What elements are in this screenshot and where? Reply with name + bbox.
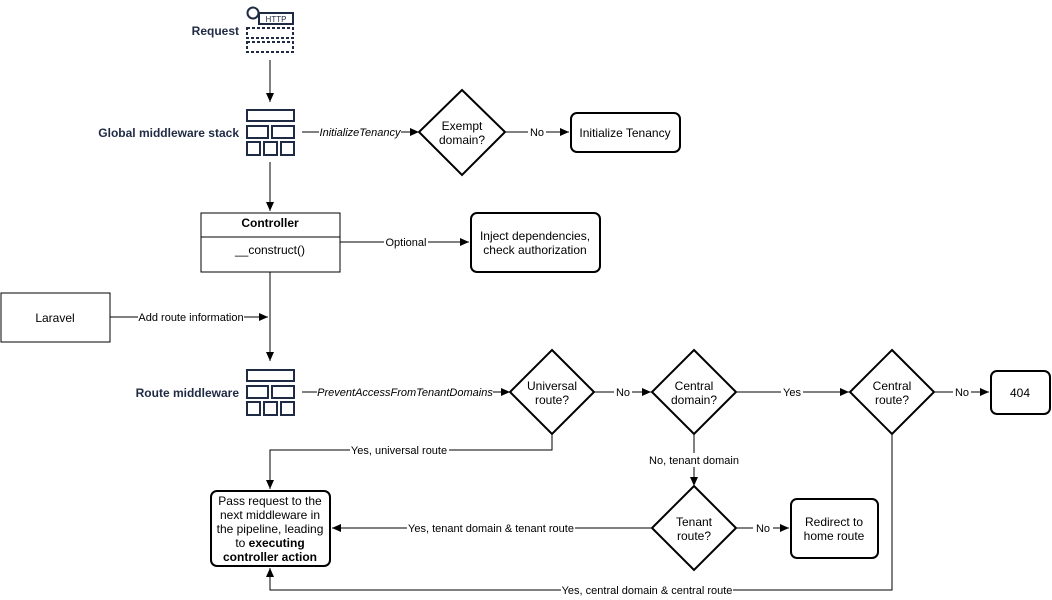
inject-dependencies-node xyxy=(470,212,601,273)
redirect-home-node xyxy=(790,498,879,559)
initialize-tenancy-node xyxy=(570,112,681,153)
request-label: Request xyxy=(192,24,239,38)
pass-request-to: to xyxy=(235,536,248,550)
universal-route-line1: Universal xyxy=(527,379,577,393)
pass-request-executing: executing xyxy=(249,536,305,550)
edge-label-yes-universal: Yes, universal route xyxy=(351,445,447,457)
controller-title: Controller xyxy=(241,216,299,230)
initialize-tenancy-text: Initialize Tenancy xyxy=(579,126,670,140)
edge-label-optional: Optional xyxy=(386,237,427,249)
global-middleware-icon xyxy=(246,109,295,156)
pass-request-line1: Pass request to the xyxy=(218,494,322,508)
exempt-domain-line1: Exempt xyxy=(442,119,483,133)
pass-request-node xyxy=(210,490,331,567)
controller-method: __construct() xyxy=(234,243,305,257)
http-text: HTTP xyxy=(266,15,287,24)
request-icon xyxy=(246,6,294,53)
redirect-home-line1: Redirect to xyxy=(805,515,863,529)
tenant-route-line2: route? xyxy=(677,529,711,543)
pass-request-line5: controller action xyxy=(223,550,317,564)
edge-label-central-route-no: No xyxy=(955,387,969,399)
edge-label-yes-central: Yes, central domain & central route xyxy=(562,585,733,597)
exempt-domain-decision xyxy=(417,88,507,177)
edge-label-no-tenant-domain: No, tenant domain xyxy=(649,455,739,467)
central-route-line1: Central xyxy=(873,379,912,393)
inject-deps-line2: check authorization xyxy=(483,243,586,257)
tenant-route-decision xyxy=(650,484,738,572)
central-route-line2: route? xyxy=(875,393,909,407)
redirect-home-line2: home route xyxy=(804,529,865,543)
edge-label-initialize-tenancy: InitializeTenancy xyxy=(320,127,402,139)
edge-label-prevent-access: PreventAccessFromTenantDomains xyxy=(317,387,493,399)
edge-label-tenant-no: No xyxy=(756,523,770,535)
edge-yes-universal xyxy=(266,434,553,489)
tenant-route-line1: Tenant xyxy=(676,515,713,529)
pass-request-line3: the pipeline, leading xyxy=(217,522,324,536)
pass-request-line2: next middleware in xyxy=(220,508,320,522)
route-middleware-label: Route middleware xyxy=(136,386,240,400)
central-domain-line1: Central xyxy=(675,379,714,393)
pass-request-line4: to executing xyxy=(235,536,304,550)
edge-label-yes-tenant: Yes, tenant domain & tenant route xyxy=(408,523,574,535)
global-stack-label: Global middleware stack xyxy=(98,126,239,140)
exempt-domain-line2: domain? xyxy=(439,133,485,147)
edge-label-exempt-no: No xyxy=(530,127,544,139)
route-middleware-icon xyxy=(246,369,295,416)
edge-label-universal-no: No xyxy=(616,387,630,399)
universal-route-line2: route? xyxy=(535,393,569,407)
edge-label-central-yes: Yes xyxy=(783,387,801,399)
laravel-node xyxy=(0,292,111,343)
not-found-node xyxy=(990,370,1051,415)
inject-deps-line1: Inject dependencies, xyxy=(480,229,590,243)
edge-label-add-route-info: Add route information xyxy=(138,312,243,324)
laravel-text: Laravel xyxy=(35,311,74,325)
not-found-text: 404 xyxy=(1010,386,1030,400)
central-domain-line2: domain? xyxy=(671,393,717,407)
